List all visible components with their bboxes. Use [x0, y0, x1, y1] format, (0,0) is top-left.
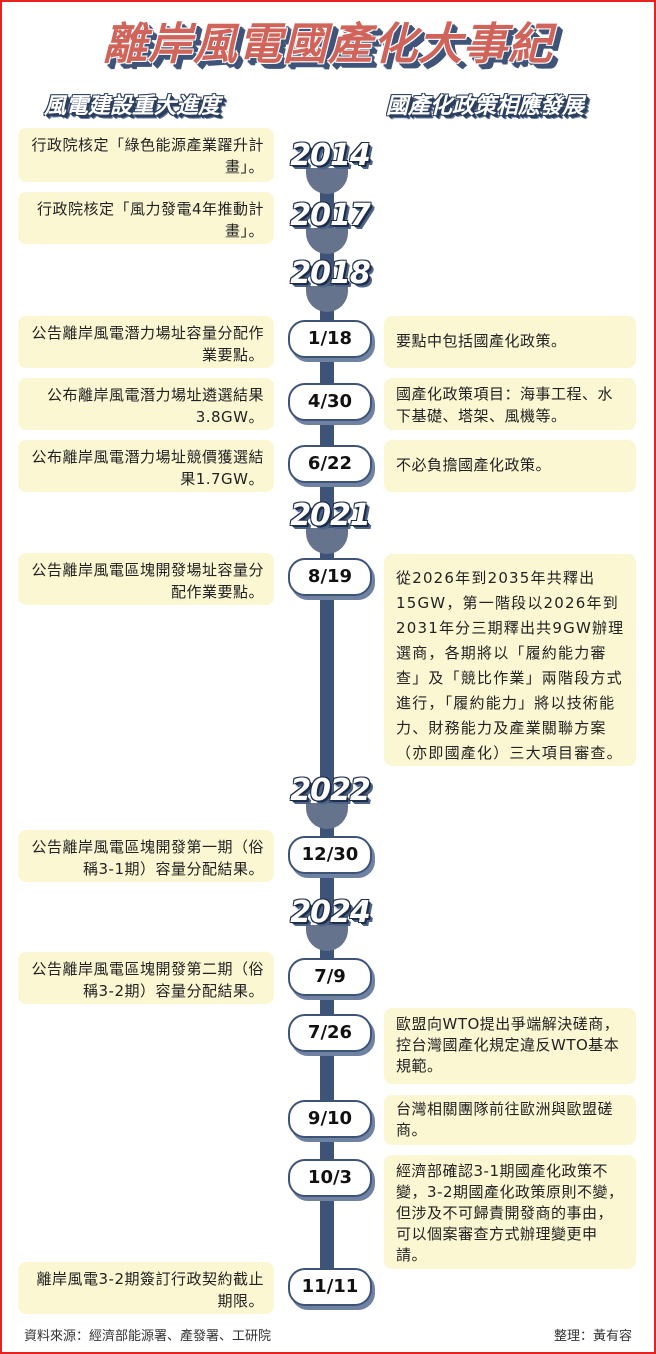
event-left-box: 離岸風電3-2期簽訂行政契約截止期限。	[18, 1262, 274, 1314]
event-left-box: 公告離岸風電區塊開發第一期（俗稱3-1期）容量分配結果。	[18, 830, 274, 882]
year-label-2018: 2018	[290, 256, 371, 291]
date-pill: 4/30	[288, 383, 372, 421]
year-label-2021: 2021	[290, 498, 371, 533]
year-label-2017: 2017	[290, 198, 371, 233]
event-right-box: 經濟部確認3-1期國產化政策不變，3-2期國產化政策原則不變，但涉及不可歸責開發…	[384, 1155, 636, 1269]
event-left-box: 公告離岸風電區塊開發第二期（俗稱3-2期）容量分配結果。	[18, 952, 274, 1004]
date-pill: 8/19	[288, 558, 372, 596]
year-label-2024: 2024	[290, 895, 371, 930]
event-right-box: 從2026年到2035年共釋出15GW，第一階段以2026年到2031年分三期釋…	[384, 554, 636, 766]
event-left-box: 公告離岸風電區塊開發場址容量分配作業要點。	[18, 553, 274, 605]
date-pill: 11/11	[288, 1268, 372, 1306]
date-pill: 10/3	[288, 1159, 372, 1197]
year-label-2014: 2014	[290, 138, 371, 173]
editor-credit: 整理：黃有容	[553, 1329, 632, 1344]
event-left-box: 公布離岸風電潛力場址遴選結果3.8GW。	[18, 378, 274, 430]
event-left-box: 行政院核定「綠色能源產業躍升計畫」。	[18, 128, 274, 182]
date-pill: 7/26	[288, 1014, 372, 1052]
event-right-box: 歐盟向WTO提出爭端解決磋商，控台灣國產化規定違反WTO基本規範。	[384, 1008, 636, 1084]
year-label-2022: 2022	[290, 773, 371, 808]
column-header-construction: 風電建設重大進度	[44, 94, 221, 119]
column-header-policy: 國產化政策相應發展	[386, 94, 585, 119]
event-left-box: 行政院核定「風力發電4年推動計畫」。	[18, 192, 274, 244]
event-right-box: 國產化政策項目：海事工程、水下基礎、塔架、風機等。	[384, 378, 636, 430]
date-pill: 12/30	[288, 836, 372, 874]
date-pill: 6/22	[288, 445, 372, 483]
event-left-box: 公告離岸風電潛力場址容量分配作業要點。	[18, 316, 274, 368]
source-credit: 資料來源：經濟部能源署、產發署、工研院	[24, 1329, 272, 1344]
date-pill: 7/9	[288, 958, 372, 996]
event-right-box: 要點中包括國產化政策。	[384, 316, 636, 368]
event-right-box: 台灣相關團隊前往歐洲與歐盟磋商。	[384, 1095, 636, 1145]
date-pill: 9/10	[288, 1100, 372, 1138]
page-title: 離岸風電國產化大事紀	[103, 19, 553, 70]
event-right-box: 不必負擔國產化政策。	[384, 440, 636, 492]
event-left-box: 公布離岸風電潛力場址競價獲選結果1.7GW。	[18, 440, 274, 492]
date-pill: 1/18	[288, 320, 372, 358]
